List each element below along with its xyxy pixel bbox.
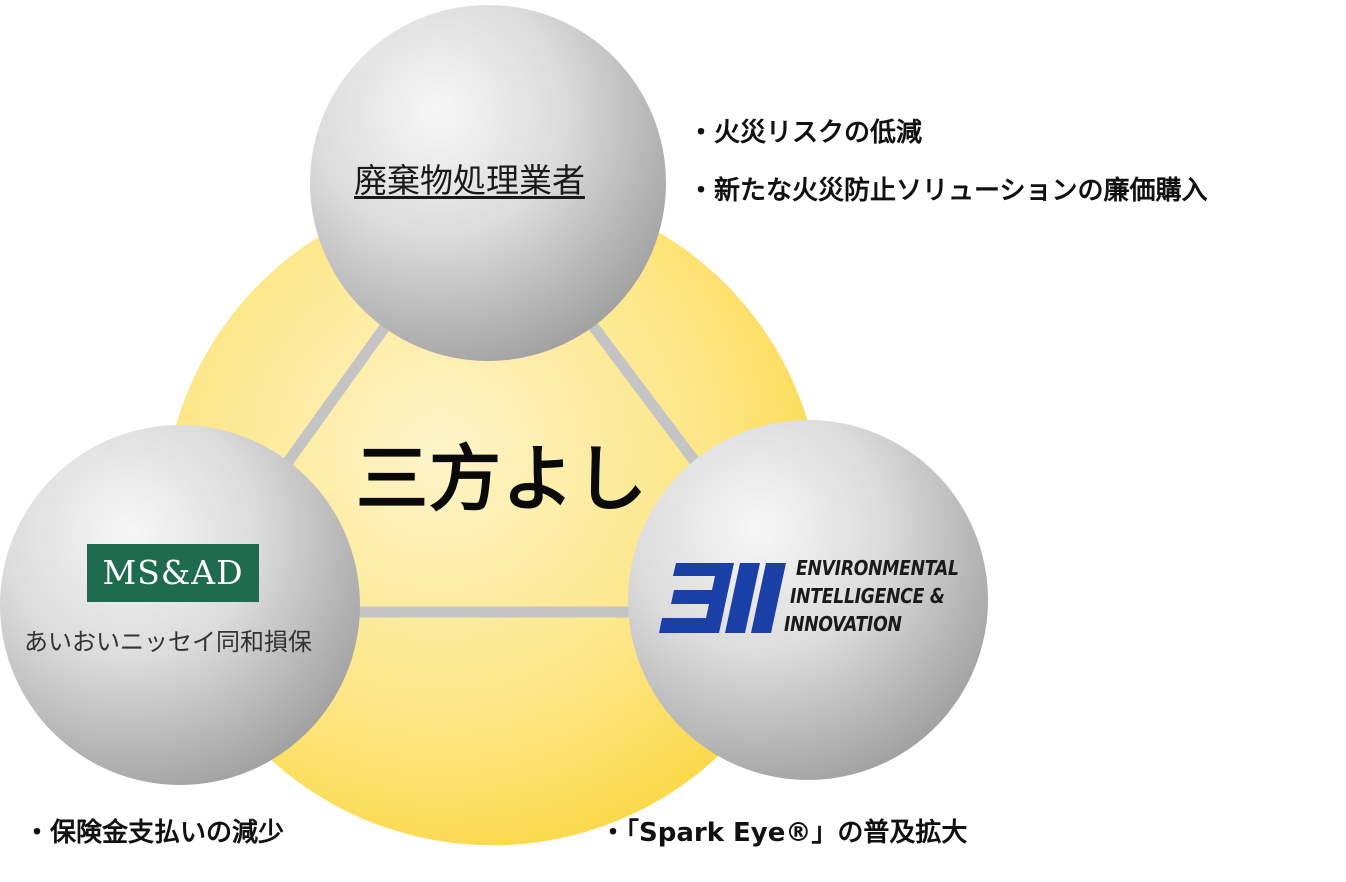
eii-logo-line-2: INTELLIGENCE & [790, 584, 945, 608]
benefit-right-1: ・「Spark Eye®」の普及拡大 [600, 818, 968, 848]
sphere-right [628, 420, 988, 780]
eii-mark-icon [659, 563, 786, 633]
eii-mark-e [659, 563, 734, 633]
benefit-top-2: ・新たな火災防止ソリューションの廉価購入 [688, 176, 1208, 206]
eii-logo-line-3: INNOVATION [784, 612, 902, 636]
center-label: 三方よし [356, 437, 649, 521]
benefit-left-1: ・保険金支払いの減少 [24, 818, 285, 848]
party-name-waste-processor: 廃棄物処理業者 [354, 161, 585, 200]
sphere-top [310, 5, 666, 361]
eii-mark-i2 [751, 563, 786, 633]
msad-logo: MS&AD [87, 544, 259, 602]
sphere-left [0, 425, 360, 785]
benefit-top-1: ・火災リスクの低減 [688, 118, 923, 148]
eii-logo-line-1: ENVIRONMENTAL [796, 556, 959, 580]
msad-logo-subtitle: あいおいニッセイ同和損保 [24, 628, 312, 656]
eii-mark-i1 [725, 563, 760, 633]
